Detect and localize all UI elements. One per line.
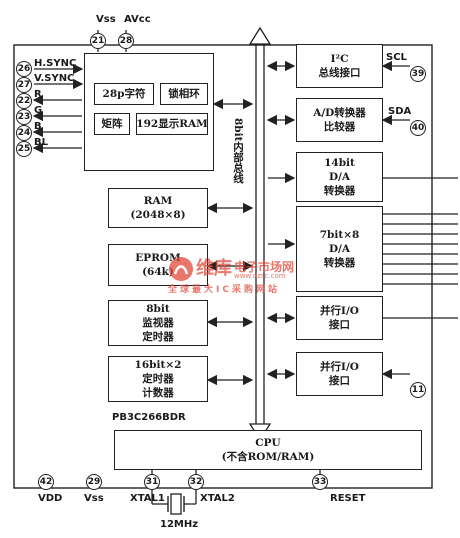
pin-b-label: B: [34, 121, 42, 132]
pin-vss-top-label: Vss: [96, 14, 116, 25]
pin-11-number: 11: [410, 382, 426, 398]
pin-r-label: R: [34, 89, 42, 100]
pin-vss-bottom-number: 29: [86, 474, 102, 490]
pin-vss-bottom-label: Vss: [84, 493, 104, 504]
pin-sda-number: 40: [410, 120, 426, 136]
pin-xtal1-label: XTAL1: [130, 493, 165, 504]
internal-bus-label: 8bit内部总线: [232, 118, 244, 184]
pin-b-number: 24: [16, 125, 32, 141]
osd-matrix: 矩阵: [94, 113, 130, 135]
pin-vdd-label: VDD: [38, 493, 63, 504]
osd-display-ram: 192显示RAM: [136, 113, 208, 135]
osd-pll: 锁相环: [160, 83, 208, 105]
crystal-frequency-label: 12MHz: [160, 519, 199, 530]
chip-outline: [13, 44, 433, 489]
pin-bl-label: BL: [34, 137, 48, 148]
pin-g-number: 23: [16, 109, 32, 125]
pin-avcc-label: AVcc: [124, 14, 151, 25]
osd-block: [84, 53, 214, 171]
cpu-block: CPU(不含ROM/RAM): [114, 430, 422, 470]
watermark-url: www.dzsc.com: [234, 272, 286, 280]
pin-reset-label: RESET: [330, 493, 366, 504]
ad-converter-comparator: A/D转换器比较器: [296, 98, 383, 142]
ram-block: RAM(2048×8): [108, 188, 208, 228]
crystal-body: [170, 493, 182, 515]
pin-hsync-label: H.SYNC: [34, 58, 77, 69]
pin-g-label: G: [34, 105, 43, 116]
pin-scl-number: 39: [410, 66, 426, 82]
watermark: 维库 电子市场网 www.dzsc.com 全球最大IC采购网站: [168, 252, 318, 295]
watermark-slogan: 全球最大IC采购网站: [168, 285, 280, 295]
pin-hsync-number: 26: [16, 61, 32, 77]
pin-xtal2-label: XTAL2: [200, 493, 235, 504]
watermark-brand: 维库: [196, 258, 232, 279]
pin-avcc-number: 28: [118, 33, 134, 49]
pin-xtal1-number: 31: [144, 474, 160, 490]
pin-r-number: 22: [16, 93, 32, 109]
chip-part-number: PB3C266BDR: [112, 412, 186, 423]
osd-char-generator: 28p字符: [94, 83, 154, 105]
pin-bl-number: 25: [16, 141, 32, 157]
pin-vdd-number: 42: [38, 474, 54, 490]
pin-reset-number: 33: [312, 474, 328, 490]
pin-vss-top-number: 21: [90, 33, 106, 49]
pin-scl-label: SCL: [386, 52, 407, 63]
watermark-brand-suffix: 电子市场网: [234, 260, 295, 274]
pin-vsync-number: 27: [16, 77, 32, 93]
pin-xtal2-number: 32: [188, 474, 204, 490]
pin-vsync-label: V.SYNC: [34, 73, 75, 84]
pin-sda-label: SDA: [388, 106, 412, 117]
watermark-logo-icon: [169, 257, 193, 281]
